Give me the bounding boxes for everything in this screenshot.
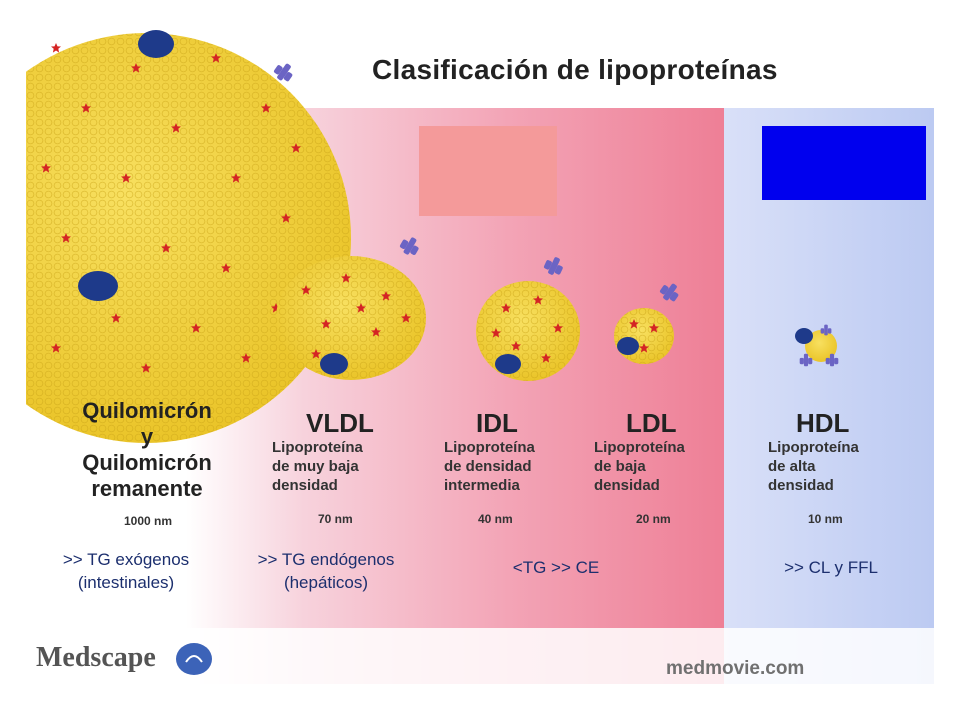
chylomicron-label-1: Quilomicrón bbox=[82, 398, 212, 423]
hdl-desc-2: de alta bbox=[768, 458, 816, 475]
apoprotein-icon bbox=[617, 337, 639, 355]
idl-ldl-note: <TG >> CE bbox=[512, 558, 600, 577]
hdl-desc-1: Lipoproteína bbox=[768, 439, 859, 456]
diagram-panel: Clasificación de lipoproteínas Quilomicr… bbox=[26, 28, 934, 684]
vldl-size: 70 nm bbox=[318, 512, 353, 526]
vldl-desc-3: densidad bbox=[272, 477, 338, 494]
chylomicron-label-2: y bbox=[140, 424, 154, 449]
hdl-label: HDL bbox=[796, 408, 850, 438]
apoprotein-icon bbox=[795, 328, 813, 344]
vldl-note: >> TG endógenos (hepáticos) bbox=[257, 550, 395, 592]
ldl-size: 20 nm bbox=[636, 512, 671, 526]
ldl-desc-2: de baja bbox=[594, 458, 646, 475]
ldl-label: LDL bbox=[626, 408, 677, 438]
page-title: Clasificación de lipoproteínas bbox=[372, 54, 778, 85]
ldl-desc-1: Lipoproteína bbox=[594, 439, 685, 456]
vldl-particle bbox=[276, 256, 426, 380]
ldl-particle bbox=[614, 308, 674, 364]
credit-text: medmovie.com bbox=[666, 658, 805, 679]
blue-box bbox=[762, 126, 926, 200]
hdl-note: >> CL y FFL bbox=[784, 558, 878, 577]
idl-desc-1: Lipoproteína bbox=[444, 439, 535, 456]
medscape-logo-icon bbox=[176, 643, 212, 675]
hdl-particle bbox=[795, 324, 839, 367]
chylomicron-note: >> TG exógenos (intestinales) bbox=[62, 550, 190, 592]
chylomicron-size: 1000 nm bbox=[124, 514, 173, 528]
salmon-box bbox=[419, 126, 557, 216]
diagram-background bbox=[26, 28, 934, 684]
vldl-desc-2: de muy baja bbox=[272, 458, 359, 475]
hdl-size: 10 nm bbox=[808, 512, 843, 526]
hdl-desc-3: densidad bbox=[768, 477, 834, 494]
chylomicron-label-4: remanente bbox=[91, 476, 203, 501]
medscape-logo: Medscape bbox=[36, 642, 156, 673]
idl-desc-2: de densidad bbox=[444, 458, 532, 475]
vldl-label: VLDL bbox=[306, 408, 374, 438]
idl-size: 40 nm bbox=[478, 512, 513, 526]
idl-particle bbox=[476, 281, 580, 381]
chylomicron-label-3: Quilomicrón bbox=[82, 450, 212, 475]
apoprotein-icon bbox=[320, 353, 348, 375]
apoprotein-icon bbox=[495, 354, 521, 374]
vldl-desc-1: Lipoproteína bbox=[272, 439, 363, 456]
idl-desc-3: intermedia bbox=[444, 477, 520, 494]
idl-label: IDL bbox=[476, 408, 518, 438]
hdl-region bbox=[724, 108, 934, 684]
chylomicron-particle bbox=[26, 30, 351, 443]
ldl-desc-3: densidad bbox=[594, 477, 660, 494]
apoprotein-icon bbox=[78, 271, 118, 301]
apoprotein-icon bbox=[138, 30, 174, 58]
